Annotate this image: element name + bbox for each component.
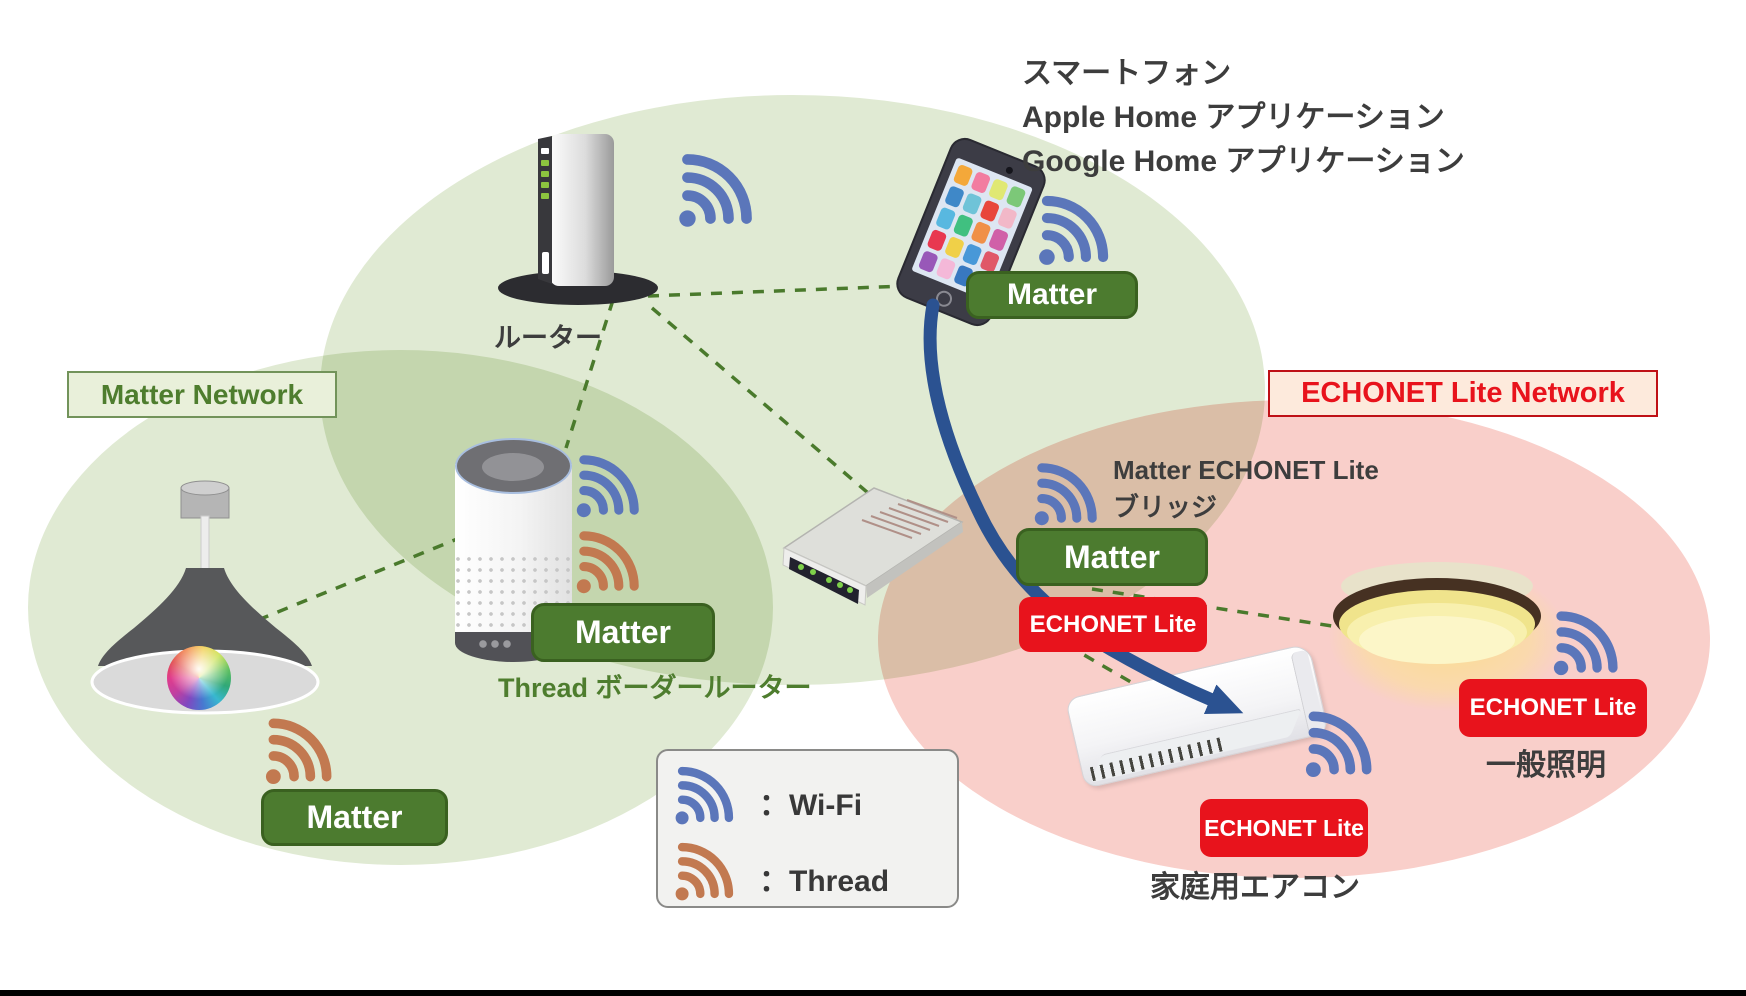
router-wifi-icon [676, 148, 758, 230]
phone-app-icon [996, 206, 1018, 231]
general-lighting-label: 一般照明 [1486, 749, 1606, 782]
phone-app-icon [987, 178, 1009, 202]
wifi-router-device [498, 134, 658, 305]
legend-wifi-icon [673, 762, 738, 827]
speaker-top [455, 438, 572, 494]
legend-thread-icon [673, 838, 738, 903]
phone-app-icon [979, 249, 1001, 274]
bridge-label-line2: ブリッジ [1113, 492, 1218, 522]
ceiling-light-wifi-icon [1551, 606, 1623, 678]
smartphone-wifi-icon [1036, 190, 1114, 268]
smartphone-caption-line2: Apple Home アプリケーション [1022, 101, 1445, 134]
phone-app-icon [952, 163, 974, 188]
matter-network-label: Matter Network [67, 371, 337, 418]
phone-app-icon [988, 228, 1010, 252]
echonet-badge-ceiling-light: ECHONET Lite [1459, 679, 1647, 737]
ceiling-light-device [1333, 562, 1541, 664]
speaker-thread-icon [574, 526, 644, 596]
bridge-device [782, 487, 964, 606]
matter-badge-speaker: Matter [531, 603, 715, 662]
bridge-label-line1: Matter ECHONET Lite [1113, 455, 1379, 485]
phone-app-icon [917, 249, 939, 274]
air-conditioner-label: 家庭用エアコン [1150, 871, 1360, 904]
matter-badge-smartphone: Matter [966, 271, 1138, 319]
matter-badge-lamp: Matter [261, 789, 448, 846]
phone-app-icon [935, 206, 957, 231]
bottom-bar [0, 990, 1746, 996]
air-conditioner-wifi-icon [1303, 706, 1377, 780]
lamp-thread-icon [263, 713, 337, 787]
phone-app-icon [961, 242, 983, 266]
router-label: ルーター [494, 323, 602, 353]
air-conditioner-device [1064, 643, 1332, 789]
smartphone-caption: スマートフォン Apple Home アプリケーション Google Home … [1022, 52, 1465, 184]
phone-app-icon [970, 170, 992, 195]
phone-app-icon [926, 228, 948, 252]
bridge-label: Matter ECHONET Lite ブリッジ [1113, 452, 1379, 526]
echonet-network-label: ECHONET Lite Network [1268, 370, 1658, 417]
color-bulb [167, 646, 231, 710]
legend-box: ：Wi-Fi ：Thread [656, 749, 959, 908]
echonet-badge-bridge: ECHONET Lite [1019, 597, 1207, 652]
phone-app-icon [943, 185, 965, 209]
speaker-wifi-icon [574, 450, 644, 520]
echonet-badge-air-conditioner: ECHONET Lite [1200, 799, 1368, 857]
matter-badge-bridge: Matter [1016, 528, 1208, 586]
legend-wifi-label: ：Wi-Fi [759, 789, 863, 822]
phone-app-icon [944, 235, 966, 259]
phone-app-icon [952, 213, 974, 238]
phone-app-icon [935, 256, 957, 281]
thread-border-router-label: Thread ボーダールーター [498, 673, 812, 703]
bridge-wifi-icon [1032, 458, 1102, 528]
legend-thread-label: ：Thread [759, 865, 890, 898]
smartphone-caption-line1: スマートフォン [1022, 57, 1232, 90]
phone-app-icon [1005, 185, 1027, 209]
phone-app-icon [961, 192, 983, 216]
smartphone-caption-line3: Google Home アプリケーション [1022, 145, 1465, 178]
phone-app-icon [970, 221, 992, 245]
phone-app-icon [979, 199, 1001, 223]
